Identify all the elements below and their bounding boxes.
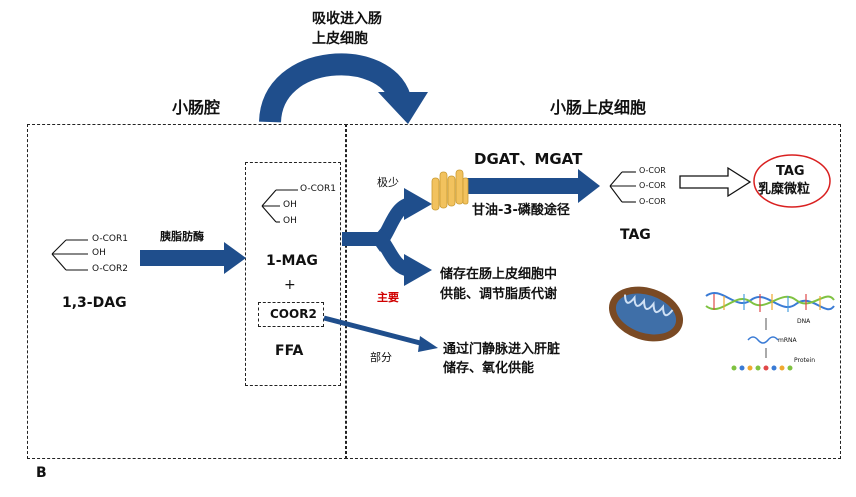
pathway-name: 甘油-3-磷酸途径 bbox=[472, 203, 570, 218]
mag-structure bbox=[261, 189, 298, 223]
lumen-title: 小肠腔 bbox=[172, 98, 221, 117]
dag-structure bbox=[51, 239, 88, 271]
storage-line1: 储存在肠上皮细胞中 bbox=[440, 267, 558, 282]
protein-beads bbox=[731, 365, 793, 371]
dag-group-3: O-COR2 bbox=[92, 264, 128, 274]
absorb-arrow-head bbox=[378, 92, 428, 124]
mag-ffa-box bbox=[245, 162, 341, 386]
pathway-arrow bbox=[466, 169, 600, 203]
mag-group-2: OH bbox=[283, 200, 297, 210]
ffa-name: FFA bbox=[275, 343, 304, 359]
part-label: 部分 bbox=[370, 351, 392, 364]
minor-label: 极少 bbox=[377, 176, 399, 189]
lumen-box bbox=[27, 124, 347, 459]
dag-group-2: OH bbox=[92, 248, 106, 258]
figure-label: B bbox=[36, 465, 47, 481]
storage-line2: 供能、调节脂质代谢 bbox=[440, 287, 558, 302]
mag-group-1: O-COR1 bbox=[300, 184, 336, 194]
villi-image bbox=[431, 169, 469, 211]
chylo-line2: 乳糜微粒 bbox=[758, 182, 811, 197]
hollow-arrow bbox=[679, 166, 752, 198]
mag-group-3: OH bbox=[283, 216, 297, 226]
tag-group-2: O-COR bbox=[639, 181, 666, 190]
major-label: 主要 bbox=[377, 291, 399, 304]
ffa-formula-box bbox=[258, 302, 324, 327]
chylo-line1: TAG bbox=[776, 164, 805, 179]
tag-group-1: O-COR bbox=[639, 166, 666, 175]
liver-line1: 通过门静脉进入肝脏 bbox=[443, 342, 561, 357]
ffa-formula: COOR2 bbox=[270, 307, 317, 321]
absorb-label-line2: 上皮细胞 bbox=[312, 31, 368, 47]
epithelium-title: 小肠上皮细胞 bbox=[550, 98, 647, 117]
ffa-liver-arrow bbox=[323, 315, 438, 352]
mitochondrion-image bbox=[608, 286, 684, 342]
tag-name: TAG bbox=[620, 227, 651, 243]
lipase-arrow bbox=[140, 242, 246, 274]
mrna-label: mRNA bbox=[778, 337, 797, 344]
split-arrow bbox=[342, 188, 432, 286]
tag-group-3: O-COR bbox=[639, 197, 666, 206]
dag-name: 1,3-DAG bbox=[62, 295, 127, 311]
mag-name: 1-MAG bbox=[266, 253, 318, 269]
chylomicron-circle bbox=[753, 154, 831, 208]
absorb-label-line1: 吸收进入肠 bbox=[312, 11, 382, 27]
pathway-enzymes: DGAT、MGAT bbox=[474, 150, 583, 168]
liver-line2: 储存、氧化供能 bbox=[443, 361, 535, 376]
epithelium-box bbox=[345, 124, 841, 459]
plus-sign: + bbox=[284, 277, 296, 293]
protein-label: Protein bbox=[794, 357, 816, 364]
tag-structure bbox=[609, 171, 636, 203]
enzyme-label: 胰脂肪酶 bbox=[160, 230, 204, 243]
absorb-arrow bbox=[259, 53, 411, 124]
dna-image bbox=[705, 292, 835, 371]
dag-group-1: O-COR1 bbox=[92, 234, 128, 244]
dna-label: DNA bbox=[797, 318, 811, 325]
